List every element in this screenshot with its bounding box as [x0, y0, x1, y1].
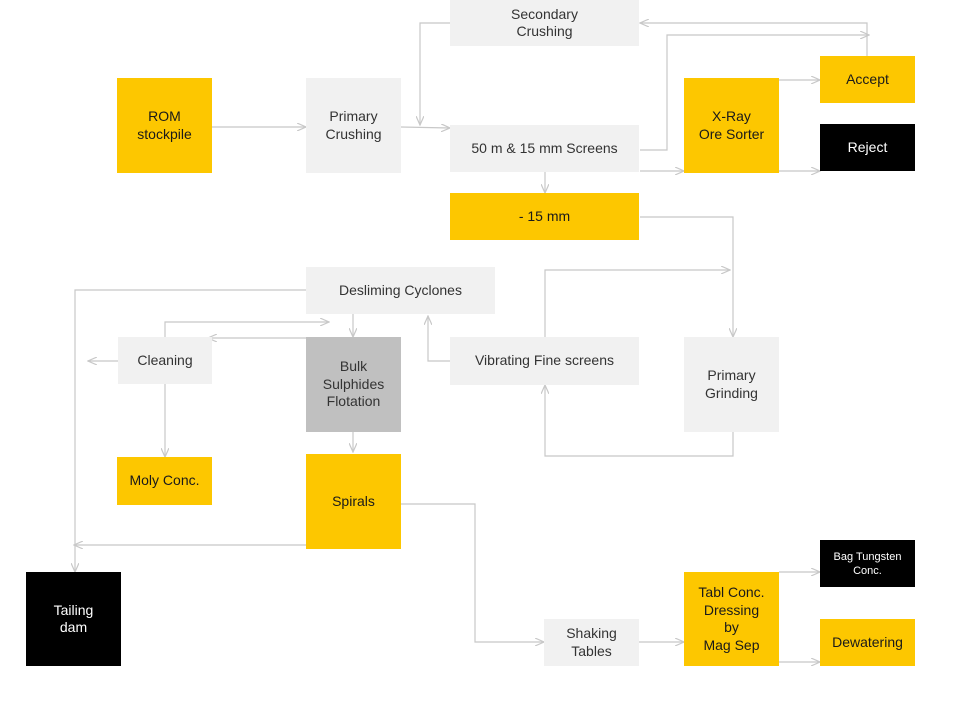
node-desliming-cyclones: Desliming Cyclones — [306, 267, 495, 314]
node-moly-conc: Moly Conc. — [117, 457, 212, 505]
node-dewatering: Dewatering — [820, 619, 915, 666]
node-table-conc-dressing: Tabl Conc. Dressing by Mag Sep — [684, 572, 779, 666]
node-tailing-dam: Tailing dam — [26, 572, 121, 666]
arrow-screens-to-accept — [640, 35, 869, 151]
node-accept: Accept — [820, 56, 915, 103]
node-vibrating-fine-screens: Vibrating Fine screens — [450, 337, 639, 385]
node-screens: 50 m & 15 mm Screens — [450, 125, 639, 172]
node-accept-label: Accept — [846, 70, 889, 87]
node-xray-ore-sorter-label: X-Ray Ore Sorter — [698, 108, 765, 142]
node-rom-stockpile: ROM stockpile — [117, 78, 212, 173]
node-bulk-sulphides-flotation: Bulk Sulphides Flotation — [306, 337, 401, 432]
arrow-spirals-to-shaking-tables — [401, 503, 544, 642]
arrow-grinding-to-vibrating-screens — [545, 385, 734, 457]
node-reject: Reject — [820, 124, 915, 171]
node-vibrating-fine-screens-label: Vibrating Fine screens — [474, 352, 615, 369]
node-secondary-crushing-label: Secondary Crushing — [511, 5, 578, 40]
node-bulk-sulphides-flotation-label: Bulk Sulphides Flotation — [322, 358, 385, 410]
node-primary-grinding-label: Primary Grinding — [705, 367, 758, 401]
arrow-vibrating-screens-to-grinding-loop — [544, 270, 730, 337]
node-reject-label: Reject — [847, 138, 888, 155]
arrow-desliming-to-tailing-dam — [75, 289, 306, 572]
node-primary-crushing-label: Primary Crushing — [325, 108, 382, 142]
node-xray-ore-sorter: X-Ray Ore Sorter — [684, 78, 779, 173]
node-minus-15mm: - 15 mm — [450, 193, 639, 240]
node-spirals-label: Spirals — [332, 492, 375, 509]
node-spirals: Spirals — [306, 454, 401, 549]
node-cleaning: Cleaning — [118, 337, 212, 384]
node-cleaning-label: Cleaning — [137, 351, 193, 368]
node-screens-label: 50 m & 15 mm Screens — [471, 139, 618, 156]
arrow-primary-crushing-to-screens — [400, 127, 450, 128]
arrow-minus-15mm-to-primary-grinding — [640, 216, 733, 337]
node-minus-15mm-label: - 15 mm — [518, 207, 571, 224]
node-dewatering-label: Dewatering — [832, 633, 903, 650]
node-primary-grinding: Primary Grinding — [684, 337, 779, 432]
node-shaking-tables-label: Shaking Tables — [566, 625, 617, 659]
arrow-cleaning-loop-to-desliming — [164, 322, 329, 337]
node-bag-tungsten-conc: Bag Tungsten Conc. — [820, 540, 915, 587]
node-tailing-dam-label: Tailing dam — [53, 601, 94, 636]
node-rom-stockpile-label: ROM stockpile — [137, 108, 192, 142]
arrow-secondary-crushing-to-screens — [420, 22, 450, 125]
node-shaking-tables: Shaking Tables — [544, 619, 639, 666]
arrow-vibrating-screens-to-desliming — [428, 316, 450, 362]
node-primary-crushing: Primary Crushing — [306, 78, 401, 173]
node-moly-conc-label: Moly Conc. — [129, 472, 200, 489]
node-secondary-crushing: Secondary Crushing — [450, 0, 639, 46]
node-bag-tungsten-conc-label: Bag Tungsten Conc. — [833, 550, 902, 577]
node-table-conc-dressing-label: Tabl Conc. Dressing by Mag Sep — [698, 584, 765, 653]
arrow-screens-to-secondary-crushing — [640, 23, 868, 56]
node-desliming-cyclones-label: Desliming Cyclones — [339, 281, 462, 298]
